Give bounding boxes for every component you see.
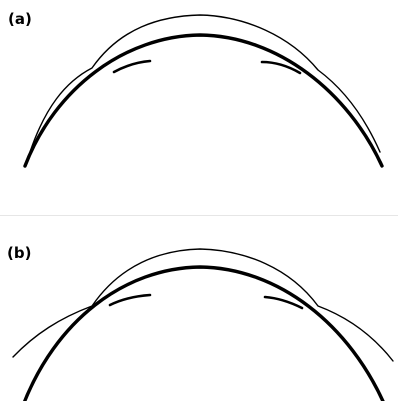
inner-arc-a [25, 35, 382, 166]
diagram-a [0, 0, 398, 212]
left-tail-b [110, 295, 150, 305]
left-tail-a [114, 61, 150, 72]
panel-b: (b) [0, 220, 398, 401]
divider [0, 215, 398, 216]
diagram-b [0, 220, 398, 401]
panel-a: (a) [0, 0, 398, 212]
inner-arc-b [22, 267, 386, 401]
